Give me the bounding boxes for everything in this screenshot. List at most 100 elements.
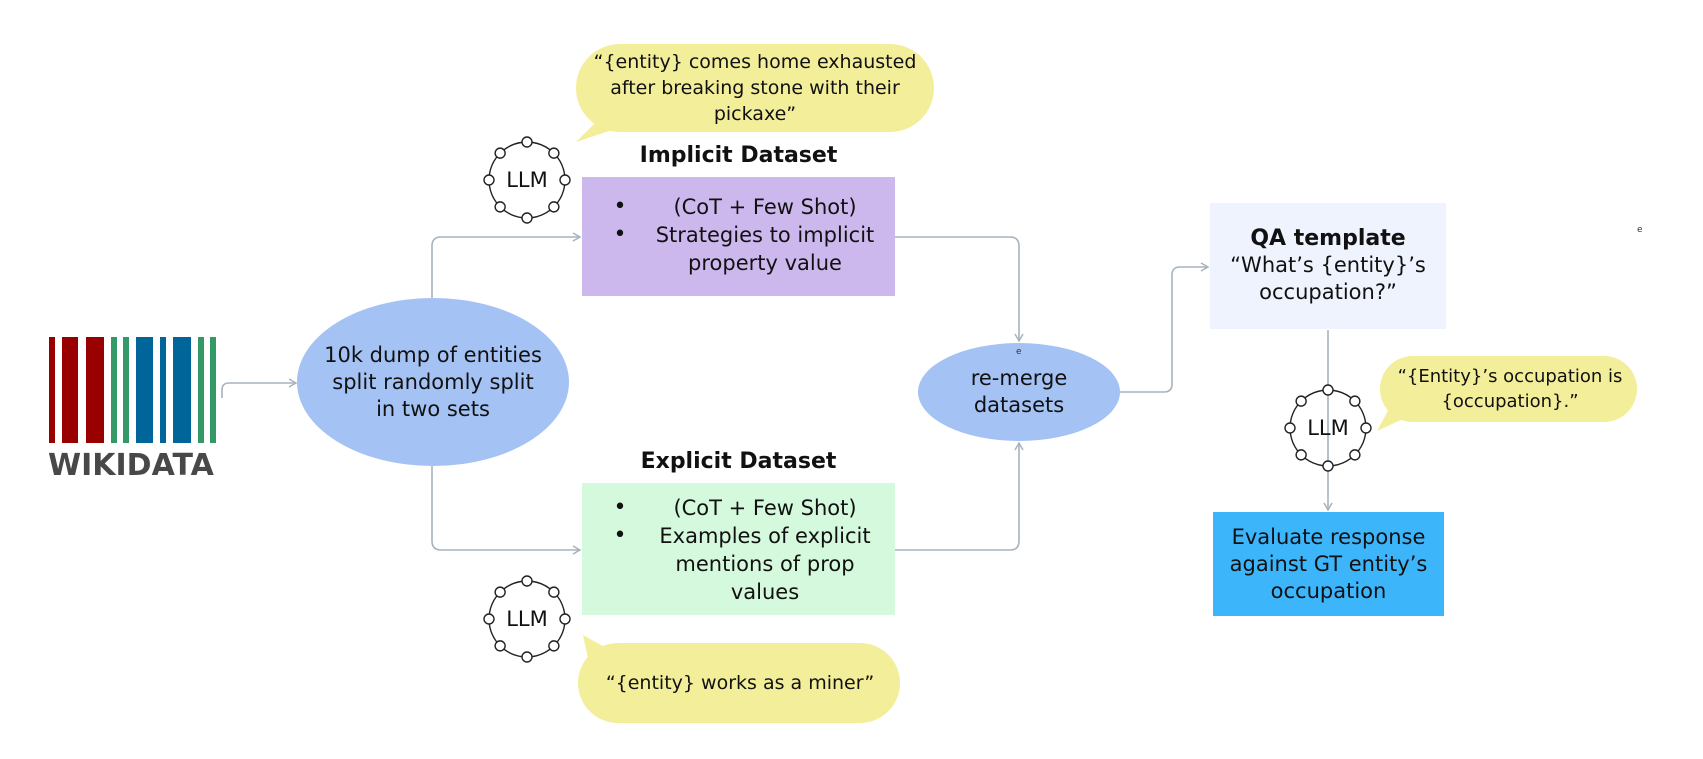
llm-ring-node: [483, 613, 495, 625]
llm-ring-node: [494, 640, 506, 652]
llm-ring-arc: [1333, 457, 1352, 467]
logo-bar: [49, 337, 55, 443]
logo-bar: [111, 337, 117, 443]
logo-bar: [160, 337, 166, 443]
llm-ring-arc: [1304, 389, 1323, 399]
llm-label: LLM: [1307, 415, 1349, 440]
stray-mark: e: [1637, 225, 1643, 235]
answer-template-text: “{Entity}’s occupation is {occupation}.”: [1397, 366, 1623, 412]
connector-implicit-to-merge: [895, 236, 1024, 343]
qa-template-title: QA template: [1250, 225, 1406, 251]
logo-bar: [86, 337, 104, 443]
llm-ring-node: [494, 586, 506, 598]
llm-ring-arc: [1304, 457, 1323, 467]
llm-ring-node: [494, 201, 506, 213]
llm-ring-arc: [1289, 404, 1299, 423]
llm-ring-node: [521, 575, 533, 587]
llm-ring-node: [1322, 384, 1334, 396]
llm-ring-arc: [556, 156, 566, 175]
implicit-dataset-box: [582, 177, 895, 296]
llm-ring-node: [559, 613, 571, 625]
logo-bar: [198, 337, 204, 443]
llm-ring-node: [521, 212, 533, 224]
logo-bar: [62, 337, 78, 443]
wikidata-logo-icon: [49, 337, 216, 443]
qa-template-question: “What’s {entity}’s occupation?”: [1230, 252, 1426, 304]
connector-source-to-implicit: [431, 232, 582, 298]
llm-ring-node: [1295, 395, 1307, 407]
stray-mark: e: [1016, 347, 1022, 357]
llm-ring-node: [483, 174, 495, 186]
qa-template-content: QA template “What’s {entity}’s occupatio…: [1210, 222, 1446, 308]
llm-ring-node: [559, 174, 571, 186]
llm-ring-arc: [488, 185, 498, 204]
llm-ring-node: [548, 147, 560, 159]
source-node-label: 10k dump of entities split randomly spli…: [324, 343, 542, 421]
llm-ring-node: [548, 586, 560, 598]
llm-ring-arc: [1333, 389, 1352, 399]
implicit-dataset-list: •(CoT + Few Shot) •Strategies to implici…: [600, 193, 890, 277]
llm-ring-node: [521, 136, 533, 148]
merge-ellipse: [918, 343, 1120, 441]
explicit-example-text: “{entity} works as a miner”: [605, 671, 875, 694]
llm-ring-node: [494, 147, 506, 159]
wikidata-logo-text: WIKIDATA: [48, 448, 214, 483]
llm-ring-node: [1322, 460, 1334, 472]
llm-ring-arc: [532, 141, 551, 151]
implicit-bullet: •(CoT + Few Shot): [613, 194, 857, 219]
llm-ring-arc: [556, 595, 566, 614]
llm-ring-arc: [488, 624, 498, 643]
llm-ring-arc: [556, 185, 566, 204]
llm-ring-node: [548, 201, 560, 213]
evaluate-label: Evaluate response against GT entity’s oc…: [1229, 524, 1428, 603]
speech-bubble-explicit: [578, 635, 900, 723]
logo-bar: [123, 337, 129, 443]
qa-template-box: [1210, 203, 1446, 329]
speech-bubble-answer: [1377, 356, 1637, 431]
llm-ring-node: [1295, 449, 1307, 461]
evaluate-box: [1213, 512, 1444, 616]
explicit-bullet: •Examples of explicit mentions of prop v…: [613, 523, 871, 604]
llm-ring-node: [548, 640, 560, 652]
logo-bar: [173, 337, 191, 443]
llm-icon: [483, 136, 571, 224]
llm-ring-arc: [532, 648, 551, 658]
llm-ring-arc: [1357, 433, 1367, 452]
llm-ring-node: [1349, 395, 1361, 407]
llm-ring-arc: [488, 156, 498, 175]
explicit-dataset-list: •(CoT + Few Shot) •Examples of explicit …: [600, 494, 890, 606]
llm-icon: [483, 575, 571, 663]
merge-node-label: re-merge datasets: [970, 366, 1068, 417]
llm-ring-node: [1349, 449, 1361, 461]
llm-ring-node: [521, 651, 533, 663]
llm-icon: [1284, 384, 1372, 472]
llm-label: LLM: [506, 606, 548, 631]
connector-explicit-to-merge: [895, 441, 1024, 551]
connector-source-to-explicit: [431, 466, 582, 555]
llm-ring-arc: [503, 141, 522, 151]
llm-ring-arc: [532, 580, 551, 590]
logo-bar: [210, 337, 216, 443]
llm-ring-node: [1284, 422, 1296, 434]
llm-ring-arc: [1357, 404, 1367, 423]
llm-ring-arc: [503, 648, 522, 658]
llm-ring-arc: [532, 209, 551, 219]
explicit-dataset-title: Explicit Dataset: [640, 449, 837, 474]
llm-ring-arc: [503, 209, 522, 219]
implicit-dataset-title: Implicit Dataset: [639, 143, 838, 168]
llm-ring-arc: [1289, 433, 1299, 452]
explicit-bullet: •(CoT + Few Shot): [613, 495, 857, 520]
llm-ring-arc: [488, 595, 498, 614]
logo-bar: [136, 337, 153, 443]
llm-ring-arc: [503, 580, 522, 590]
implicit-bullet: •Strategies to implicit property value: [613, 222, 875, 275]
connector-merge-to-qa: [1120, 262, 1210, 393]
explicit-dataset-box: [582, 483, 895, 615]
connector-logo-to-source: [221, 378, 298, 398]
llm-label: LLM: [506, 167, 548, 192]
llm-ring-arc: [556, 624, 566, 643]
llm-ring-node: [1360, 422, 1372, 434]
implicit-example-text: “{entity} comes home exhausted after bre…: [593, 51, 917, 125]
speech-bubble-implicit: [576, 44, 934, 142]
